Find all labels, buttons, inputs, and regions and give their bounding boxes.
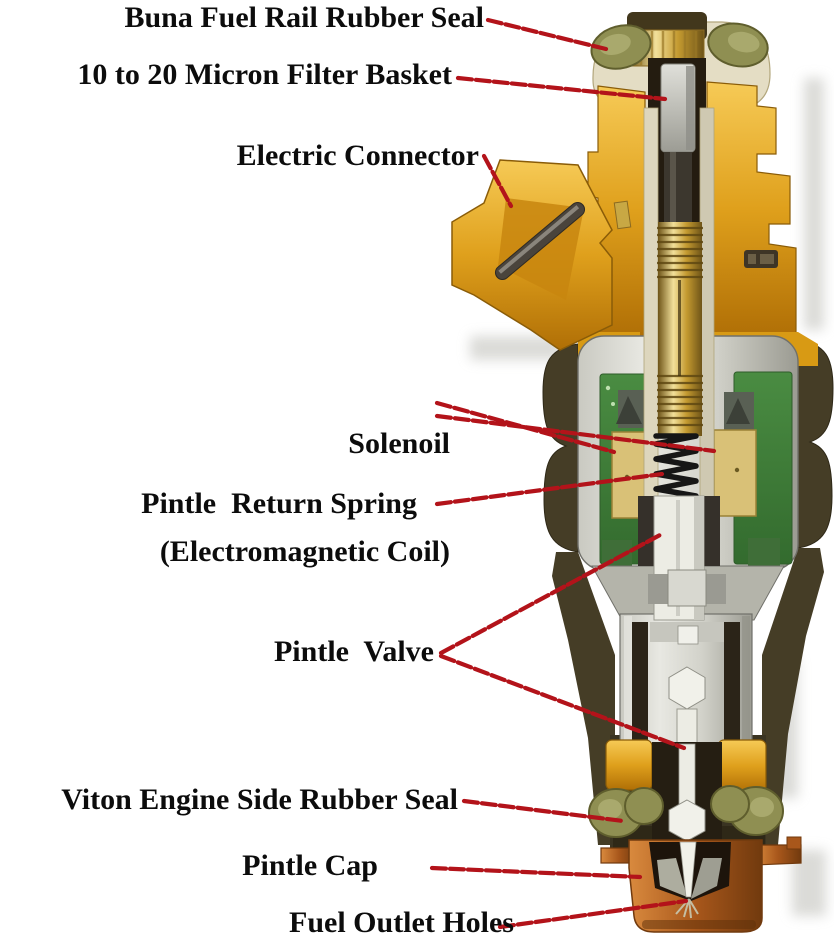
upper-yellow-body — [451, 81, 818, 368]
yellow-body-right — [706, 81, 797, 337]
leader-pintle-valve-lower — [438, 653, 687, 751]
label-viton-engine-side-rubber-seal: Viton Engine Side Rubber Seal — [61, 783, 458, 816]
spacer-ring-right — [717, 739, 767, 793]
connector-pin — [494, 202, 586, 280]
connector-brass-contact — [613, 200, 632, 230]
label-solenoid-line2: (Electromagnetic Coil) — [159, 535, 450, 568]
solenoid-coil-right — [713, 429, 757, 517]
label-buna-fuel-rail-rubber-seal: Buna Fuel Rail Rubber Seal — [124, 1, 484, 34]
armature-stop-left — [616, 390, 646, 428]
leader-pintle-cap — [429, 865, 643, 880]
label-pintle-valve: Pintle Valve — [273, 635, 434, 668]
engine-side-seal-right — [710, 785, 784, 836]
embossed-marking — [744, 250, 778, 268]
upper-armature-shaft — [664, 152, 692, 226]
pintle-valve-shaft — [638, 495, 720, 621]
dark-collar-right — [797, 339, 834, 549]
return-spring — [653, 433, 699, 504]
leader-pintle-valve-upper — [438, 532, 663, 656]
label-pintle-return-spring: Pintle Return Spring — [141, 487, 417, 520]
leader-solenoid-right — [434, 413, 717, 454]
threaded-armature-shaft — [657, 222, 703, 436]
leader-filter-basket — [455, 75, 668, 102]
leader-buna-seal — [485, 17, 609, 52]
fuel-rail-rubber-seal-right — [707, 22, 769, 68]
filter-basket — [660, 63, 696, 153]
leader-viton-seal — [461, 798, 626, 824]
inlet-top-assembly — [590, 12, 771, 230]
armature-stop-right — [724, 392, 754, 430]
leader-electric-connector — [481, 153, 514, 209]
label-solenoid-coil: Solenoil (Electromagnetic Coil) — [160, 357, 450, 606]
label-solenoid-line1: Solenoil — [348, 427, 450, 460]
dark-collar-left — [542, 343, 579, 553]
pintle-needle — [679, 841, 697, 898]
label-fuel-outlet-holes: Fuel Outlet Holes — [289, 906, 514, 939]
label-pintle-cap: Pintle Cap — [242, 849, 378, 882]
spacer-ring-left — [605, 739, 653, 791]
ivory-casing-walls — [643, 107, 715, 499]
valve-internals — [632, 569, 740, 766]
engine-side-seal-left — [588, 787, 664, 838]
leader-lines — [429, 17, 717, 930]
pintle-cap — [600, 836, 802, 933]
label-electric-connector: Electric Connector — [236, 139, 479, 172]
label-micron-filter-basket: 10 to 20 Micron Filter Basket — [77, 58, 452, 91]
leader-fuel-outlet — [497, 898, 689, 930]
electric-connector-arm — [451, 159, 632, 351]
leader-return-spring — [434, 471, 665, 507]
